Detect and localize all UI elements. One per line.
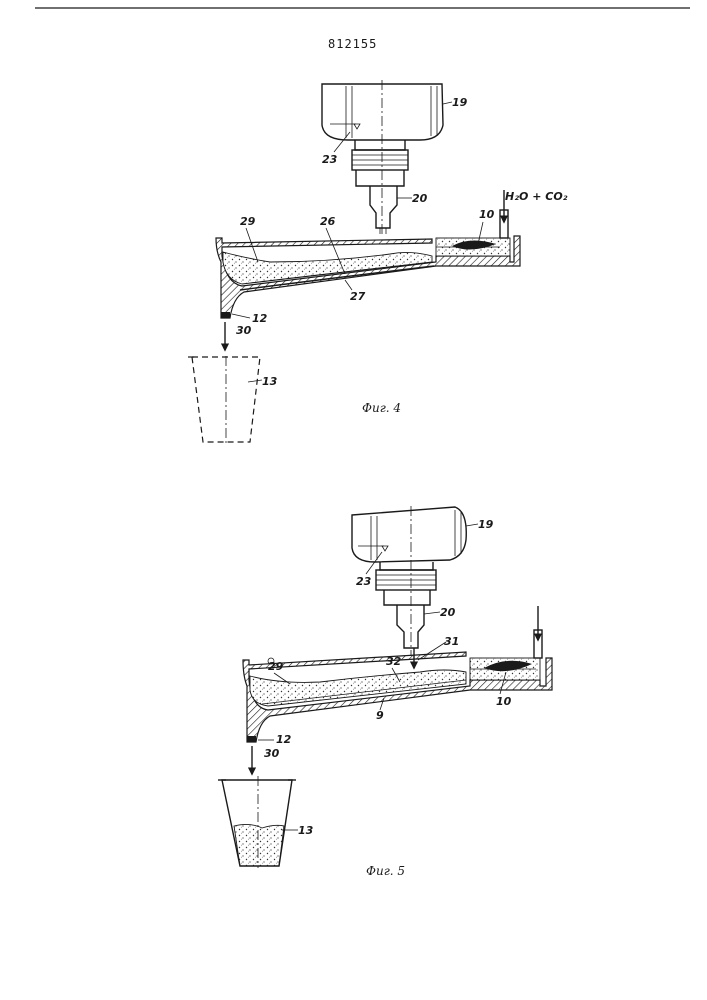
label-10-fig5: 10 (496, 695, 512, 708)
bottle-19 (322, 80, 443, 236)
figure-5: 19 23 20 31 29 32 9 10 12 30 13 Фиг. 5 (218, 506, 552, 878)
label-9: 9 (376, 709, 384, 722)
cup-13-dashed (188, 356, 260, 444)
label-20-fig5: 20 (440, 606, 456, 619)
label-29: 29 (240, 215, 256, 228)
label-13-fig5: 13 (298, 824, 314, 837)
label-29-fig5: 29 (268, 660, 284, 673)
caption-fig4: Фиг. 4 (362, 401, 401, 415)
label-12: 12 (252, 312, 268, 325)
cup-13-filled (218, 776, 296, 868)
label-12-fig5: 12 (276, 733, 292, 746)
label-19-fig5: 19 (478, 518, 494, 531)
label-19: 19 (452, 96, 468, 109)
label-30-fig5: 30 (264, 747, 280, 760)
label-23-fig5: 23 (356, 575, 372, 588)
label-26: 26 (320, 215, 336, 228)
input-label-h2o-co2: H₂O + CO₂ (505, 190, 568, 203)
label-10: 10 (479, 208, 495, 221)
label-27: 27 (350, 290, 366, 303)
patent-number: 812155 (328, 37, 377, 51)
mixing-trough-fig4 (216, 190, 520, 318)
label-13: 13 (262, 375, 278, 388)
label-31: 31 (444, 635, 459, 648)
caption-fig5: Фиг. 5 (366, 864, 405, 878)
label-30: 30 (236, 324, 252, 337)
label-20: 20 (412, 192, 428, 205)
label-23: 23 (322, 153, 338, 166)
figure-4: 19 23 20 29 26 27 10 12 30 13 H₂O + CO₂ … (188, 80, 568, 444)
label-32: 32 (386, 655, 402, 668)
